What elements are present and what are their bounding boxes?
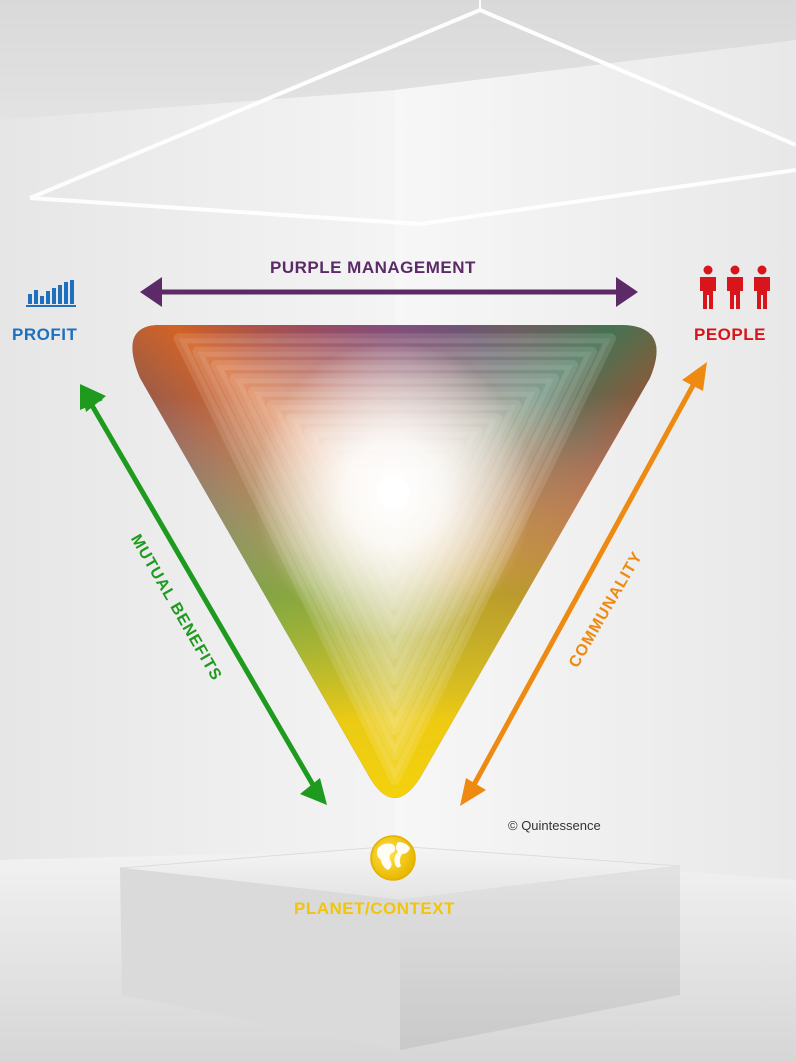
globe-icon — [370, 835, 416, 881]
mutual-benefits-arrow — [80, 384, 327, 805]
communality-arrow — [460, 362, 707, 806]
profit-label: PROFIT — [12, 325, 78, 344]
people-icon — [700, 265, 770, 309]
people-label: PEOPLE — [694, 325, 766, 344]
planet-context-label: PLANET/CONTEXT — [294, 899, 455, 918]
purple-management-arrow — [140, 277, 638, 307]
ceiling-light-frame — [29, 0, 796, 227]
purple-management-label: PURPLE MANAGEMENT — [270, 258, 476, 277]
bar-chart-icon — [26, 280, 76, 307]
copyright-text: © Quintessence — [508, 818, 601, 833]
pedestal — [119, 845, 681, 1050]
